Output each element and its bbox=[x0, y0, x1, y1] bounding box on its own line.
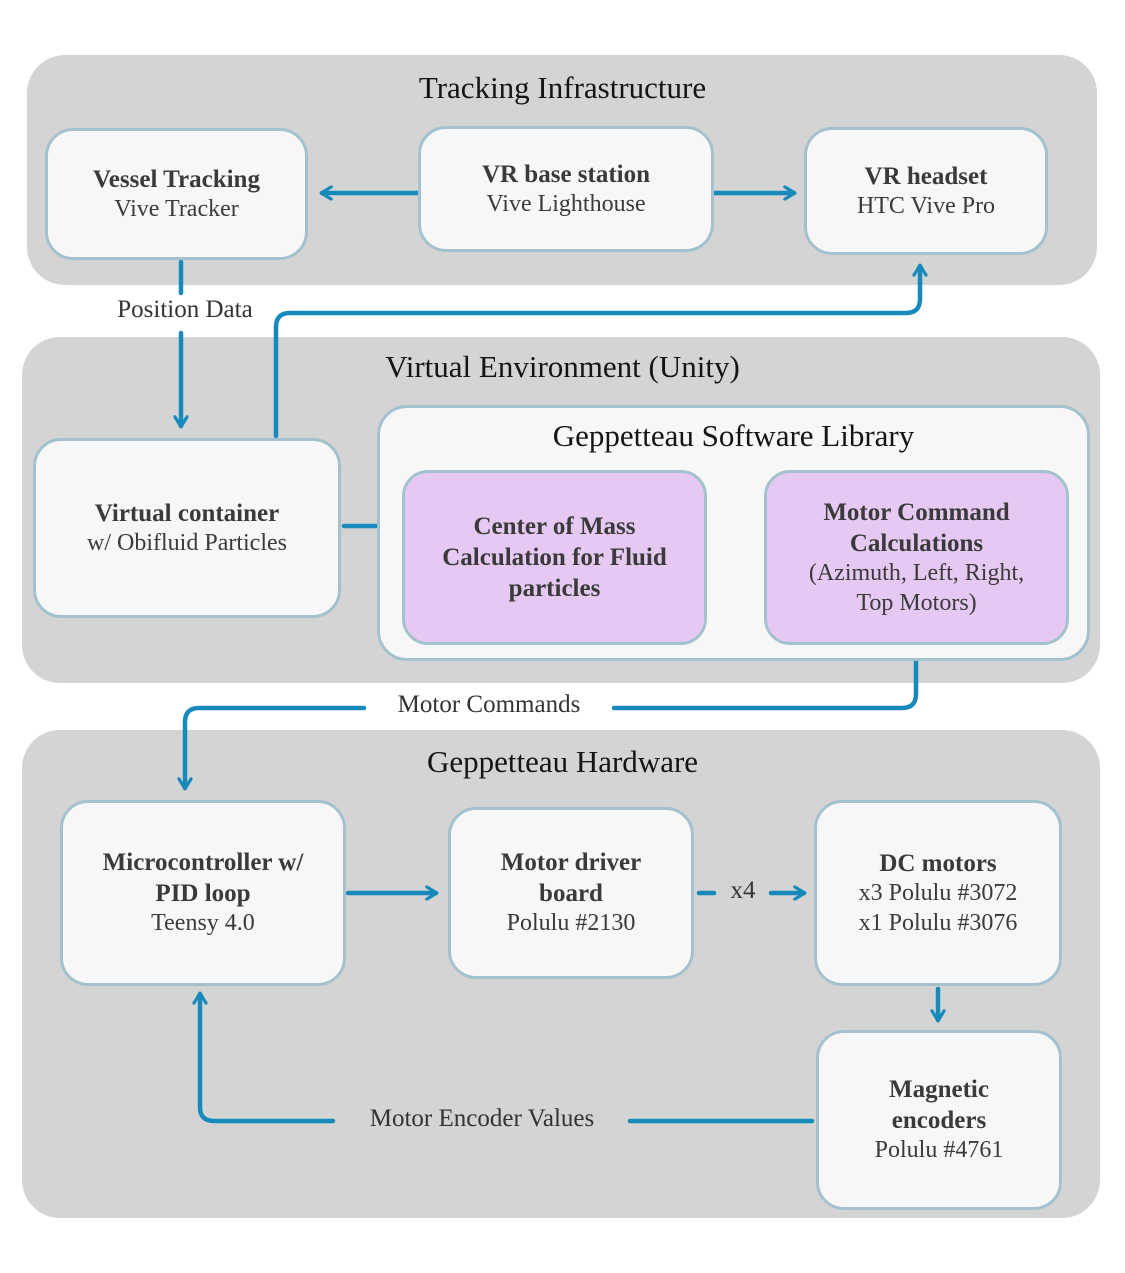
label-motor-commands: Motor Commands bbox=[397, 691, 581, 718]
vr-headset-subtitle: HTC Vive Pro bbox=[856, 192, 996, 219]
motor-command-title: Motor Command Calculations bbox=[823, 498, 1010, 557]
virtual-container-subtitle: w/ Obifluid Particles bbox=[87, 529, 287, 556]
center-of-mass-title: Center of Mass Calculation for Fluid par… bbox=[442, 513, 667, 602]
virtual-container-title: Virtual container bbox=[94, 499, 280, 527]
vr-base-station-subtitle: Vive Lighthouse bbox=[486, 190, 646, 217]
magnetic-encoders-subtitle: Polulu #4761 bbox=[874, 1137, 1004, 1164]
microcontroller-subtitle: Teensy 4.0 bbox=[151, 910, 255, 937]
software-library-title: Geppetteau Software Library bbox=[552, 418, 915, 453]
motor-driver-title: Motor driver board bbox=[500, 849, 642, 908]
node-vr-headset: VR headset HTC Vive Pro bbox=[804, 127, 1048, 255]
virtual-section-title: Virtual Environment (Unity) bbox=[385, 349, 740, 384]
node-motor-command-calculations: Motor Command Calculations (Azimuth, Lef… bbox=[764, 470, 1069, 645]
dc-motors-sub2: x1 Polulu #3076 bbox=[858, 909, 1018, 936]
node-dc-motors: DC motors x3 Polulu #3072 x1 Polulu #307… bbox=[814, 800, 1062, 986]
label-motor-encoder-values: Motor Encoder Values bbox=[369, 1105, 595, 1132]
microcontroller-title: Microcontroller w/ PID loop bbox=[102, 849, 304, 908]
motor-command-subtitle: (Azimuth, Left, Right, Top Motors) bbox=[808, 559, 1025, 616]
vessel-tracking-title: Vessel Tracking bbox=[93, 165, 260, 193]
label-position-data: Position Data bbox=[117, 296, 253, 323]
magnetic-encoders-title: Magnetic encoders bbox=[889, 1076, 989, 1135]
node-magnetic-encoders: Magnetic encoders Polulu #4761 bbox=[816, 1030, 1062, 1210]
vessel-tracking-subtitle: Vive Tracker bbox=[114, 195, 239, 222]
node-center-of-mass: Center of Mass Calculation for Fluid par… bbox=[402, 470, 707, 645]
node-motor-driver-board: Motor driver board Polulu #2130 bbox=[448, 807, 694, 979]
node-microcontroller: Microcontroller w/ PID loop Teensy 4.0 bbox=[60, 800, 346, 986]
label-x4: x4 bbox=[730, 877, 756, 904]
node-vr-base-station: VR base station Vive Lighthouse bbox=[418, 126, 714, 252]
node-vessel-tracking: Vessel Tracking Vive Tracker bbox=[45, 128, 308, 260]
vr-headset-title: VR headset bbox=[864, 162, 988, 190]
hardware-section-title: Geppetteau Hardware bbox=[426, 744, 699, 779]
dc-motors-title: DC motors bbox=[879, 849, 997, 877]
dc-motors-sub1: x3 Polulu #3072 bbox=[858, 879, 1018, 906]
motor-driver-subtitle: Polulu #2130 bbox=[506, 910, 636, 937]
node-virtual-container: Virtual container w/ Obifluid Particles bbox=[33, 438, 341, 618]
vr-base-station-title: VR base station bbox=[481, 160, 651, 188]
tracking-section-title: Tracking Infrastructure bbox=[418, 70, 707, 105]
